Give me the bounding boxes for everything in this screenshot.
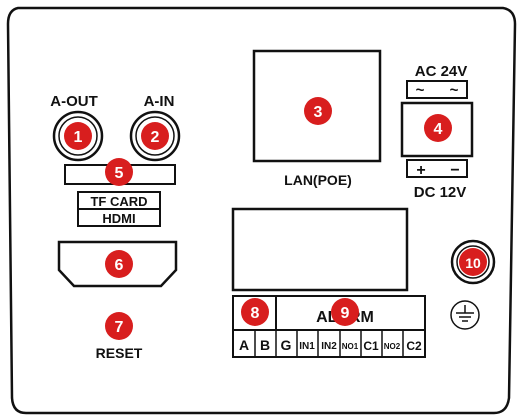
badge-2: 2	[141, 122, 169, 150]
terminal-g: G	[281, 337, 292, 353]
badge-3: 3	[304, 97, 332, 125]
dc-minus-sign: −	[450, 162, 459, 179]
terminal-a: A	[239, 337, 249, 353]
dc-symbol-box: + −	[406, 159, 468, 179]
badge-5: 5	[105, 158, 133, 186]
badge-4: 4	[424, 114, 452, 142]
ac-symbol-box: ~ ~	[406, 80, 468, 99]
terminal-c1: C1	[363, 339, 379, 353]
a-out-jack	[52, 110, 104, 162]
tf-card-label: TF CARD	[90, 194, 147, 209]
svg-text:9: 9	[341, 305, 350, 322]
terminal-c2: C2	[406, 339, 422, 353]
badge-10: 10	[459, 248, 487, 276]
hdmi-label: HDMI	[102, 211, 135, 226]
svg-text:2: 2	[151, 129, 160, 146]
ground-terminal	[450, 239, 496, 285]
terminal-no1: NO1	[342, 342, 359, 351]
terminal-b: B	[260, 337, 270, 353]
middle-module	[231, 207, 409, 292]
lan-port	[252, 49, 382, 163]
lan-label: LAN(POE)	[284, 172, 352, 188]
svg-text:6: 6	[115, 257, 124, 274]
terminal-no2: NO2	[384, 342, 401, 351]
svg-text:4: 4	[434, 121, 443, 138]
badge-1: 1	[64, 122, 92, 150]
badge-6: 6	[105, 250, 133, 278]
badge-8: 8	[241, 298, 269, 326]
svg-text:3: 3	[314, 104, 323, 121]
terminal-in2: IN2	[321, 341, 337, 352]
dc-plus-sign: +	[416, 162, 425, 179]
svg-text:10: 10	[465, 255, 481, 271]
svg-text:1: 1	[74, 129, 83, 146]
badge-7: 7	[105, 312, 133, 340]
a-in-label: A-IN	[144, 93, 175, 110]
svg-text:8: 8	[251, 305, 260, 322]
tf-card-hdmi-label-box: TF CARD HDMI	[77, 191, 161, 227]
svg-text:5: 5	[115, 165, 124, 182]
ac-wave-right: ~	[450, 82, 459, 99]
power-terminal-block	[400, 101, 474, 158]
a-in-jack	[129, 110, 181, 162]
ac-wave-left: ~	[416, 82, 425, 99]
badge-9: 9	[331, 298, 359, 326]
terminal-block: ALARM A B G IN1 IN2 NO1 C1 NO2 C2	[232, 295, 426, 358]
a-out-label: A-OUT	[50, 93, 98, 110]
ground-symbol-icon	[450, 300, 480, 330]
panel-outline	[6, 6, 517, 415]
terminal-in1: IN1	[299, 341, 315, 352]
reset-label: RESET	[96, 345, 143, 361]
svg-text:7: 7	[115, 319, 124, 336]
dc-label: DC 12V	[414, 184, 467, 201]
hdmi-port	[57, 240, 178, 288]
ac-label: AC 24V	[415, 63, 468, 80]
